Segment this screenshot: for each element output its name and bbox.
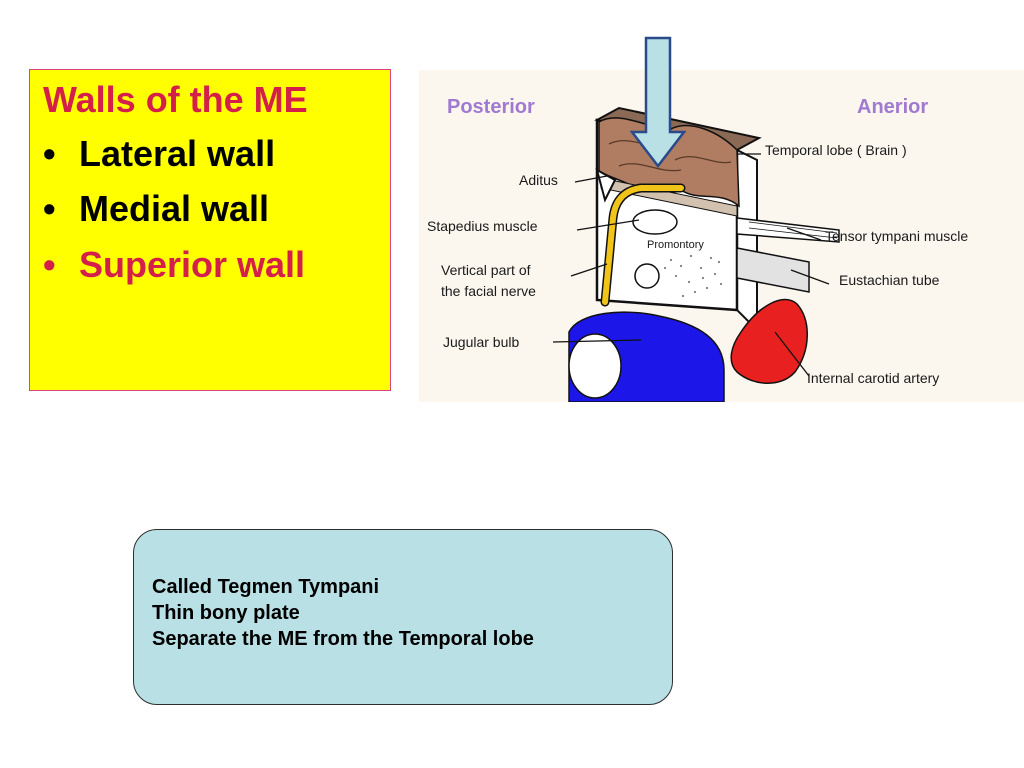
facial-nerve-label-line2: the facial nerve	[441, 283, 536, 299]
info-line-3: Separate the ME from the Temporal lobe	[152, 628, 534, 650]
bullet: •	[43, 243, 56, 285]
info-line-2: Thin bony plate	[152, 602, 300, 624]
stapedius-label: Stapedius muscle	[427, 218, 538, 234]
temporal-lobe-label: Temporal lobe ( Brain )	[765, 142, 907, 158]
walls-item-superior: • Superior wall	[43, 245, 380, 285]
bullet: •	[43, 188, 56, 230]
tensor-tympani-label: Tensor tympani muscle	[825, 228, 969, 244]
walls-list: • Lateral wall • Medial wall • Superior …	[43, 132, 380, 285]
bullet: •	[43, 132, 56, 174]
stapes-oval	[632, 209, 678, 235]
eustachian-tube-label: Eustachian tube	[839, 272, 940, 288]
carotid-artery-shape	[730, 298, 808, 384]
walls-item-label: Medial wall	[79, 188, 270, 230]
promontory-stipple	[664, 255, 722, 297]
posterior-label: Posterior	[447, 96, 535, 118]
facial-nerve-shape	[602, 185, 684, 305]
jugular-bulb-label: Jugular bulb	[443, 334, 520, 350]
info-line-1: Called Tegmen Tympani	[152, 576, 380, 598]
middle-ear-diagram: Posterior Anerior Temporal lobe ( Brain …	[419, 70, 1024, 402]
eustachian-tube-shape	[736, 247, 810, 293]
carotid-artery-label: Internal carotid artery	[807, 370, 940, 386]
down-arrow-icon	[630, 36, 686, 168]
anterior-label: Anerior	[857, 96, 929, 118]
walls-item-lateral: • Lateral wall	[43, 132, 380, 174]
aditus-label: Aditus	[519, 172, 558, 188]
facial-nerve-label-line1: Vertical part of	[441, 262, 531, 278]
box-side-face	[736, 148, 758, 333]
walls-box: Walls of the ME • Lateral wall • Medial …	[29, 69, 391, 391]
walls-item-label: Superior wall	[79, 243, 306, 285]
info-callout: Called Tegmen Tympani Thin bony plate Se…	[133, 529, 673, 705]
walls-title: Walls of the ME	[43, 79, 308, 120]
walls-item-medial: • Medial wall	[43, 189, 380, 229]
promontory-label: Promontory	[647, 239, 704, 251]
walls-item-label: Lateral wall	[79, 132, 276, 174]
round-window	[634, 263, 660, 289]
leader-lines	[552, 153, 830, 377]
diagram-drawing	[552, 106, 840, 402]
